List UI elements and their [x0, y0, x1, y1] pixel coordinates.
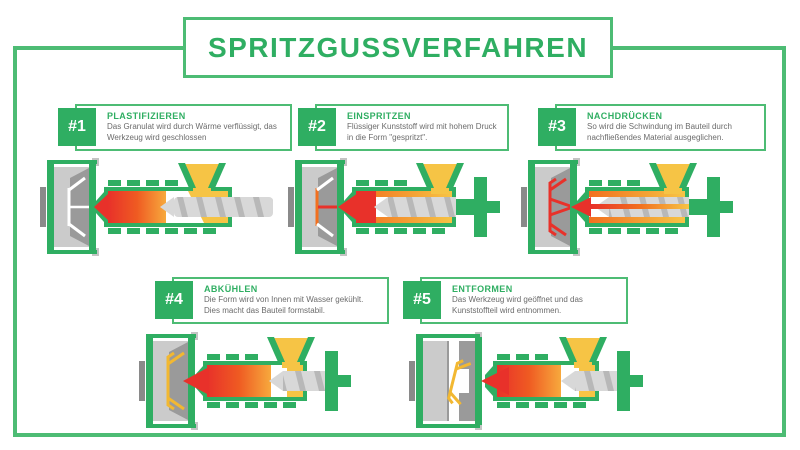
step-description-1: Das Granulat wird durch Wärme verflüssig… — [107, 122, 277, 142]
step-card-1: #1 PLASTIFIZIEREN Das Granulat wird durc… — [58, 104, 292, 151]
step-title-1: PLASTIFIZIEREN — [107, 111, 186, 121]
step-description-5: Das Werkzeug wird geöffnet und das Kunst… — [452, 295, 583, 315]
machine-illustration-step-5 — [409, 331, 659, 431]
step-description-2: Flüssiger Kunststoff wird mit hohem Druc… — [347, 122, 497, 142]
melt-channel — [591, 204, 689, 209]
step-title-4: ABKÜHLEN — [204, 284, 258, 294]
step-card-body-4: ABKÜHLEN Die Form wird von Innen mit Was… — [174, 279, 387, 322]
drive-unit — [456, 177, 500, 237]
step-card-body-5: ENTFORMEN Das Werkzeug wird geöffnet und… — [422, 279, 626, 322]
screw — [374, 197, 456, 217]
machine-illustration-step-4 — [139, 331, 379, 431]
step-card-5: #5 ENTFORMEN Das Werkzeug wird geöffnet … — [403, 277, 628, 324]
machine-illustration-step-1 — [40, 157, 280, 257]
step-description-3: So wird die Schwindung im Bauteil durch … — [587, 122, 732, 142]
hopper — [559, 337, 607, 368]
drive-unit — [325, 351, 351, 411]
step-card-body-1: PLASTIFIZIEREN Das Granulat wird durch W… — [77, 106, 290, 149]
title-box: SPRITZGUSSVERFAHREN — [183, 17, 613, 78]
step-badge-3: #3 — [538, 108, 576, 147]
screw — [591, 197, 689, 217]
hopper — [649, 163, 697, 194]
step-title-3: NACHDRÜCKEN — [587, 111, 663, 121]
step-card-4: #4 ABKÜHLEN Die Form wird von Innen mit … — [155, 277, 389, 324]
step-card-body-2: EINSPRITZEN Flüssiger Kunststoff wird mi… — [317, 106, 507, 149]
screw — [269, 371, 329, 391]
step-card-2: #2 EINSPRITZEN Flüssiger Kunststoff wird… — [298, 104, 509, 151]
step-card-body-3: NACHDRÜCKEN So wird die Schwindung im Ba… — [557, 106, 764, 149]
machine-illustration-step-2 — [288, 157, 528, 257]
mold-unit — [40, 158, 99, 256]
hopper — [178, 163, 226, 194]
drive-unit — [617, 351, 643, 411]
step-badge-4: #4 — [155, 281, 193, 320]
step-description-4: Die Form wird von Innen mit Wasser geküh… — [204, 295, 364, 315]
screw — [160, 197, 273, 217]
mold-unit-open — [409, 332, 482, 430]
step-badge-2: #2 — [298, 108, 336, 147]
ejected-part — [447, 359, 472, 406]
drive-unit — [689, 177, 733, 237]
hopper — [416, 163, 464, 194]
screw — [561, 371, 621, 391]
step-badge-1: #1 — [58, 108, 96, 147]
machine-illustration-step-3 — [521, 157, 761, 257]
step-card-3: #3 NACHDRÜCKEN So wird die Schwindung im… — [538, 104, 766, 151]
hopper — [267, 337, 315, 368]
step-title-5: ENTFORMEN — [452, 284, 513, 294]
step-title-2: EINSPRITZEN — [347, 111, 411, 121]
step-badge-5: #5 — [403, 281, 441, 320]
page-title: SPRITZGUSSVERFAHREN — [207, 31, 589, 63]
